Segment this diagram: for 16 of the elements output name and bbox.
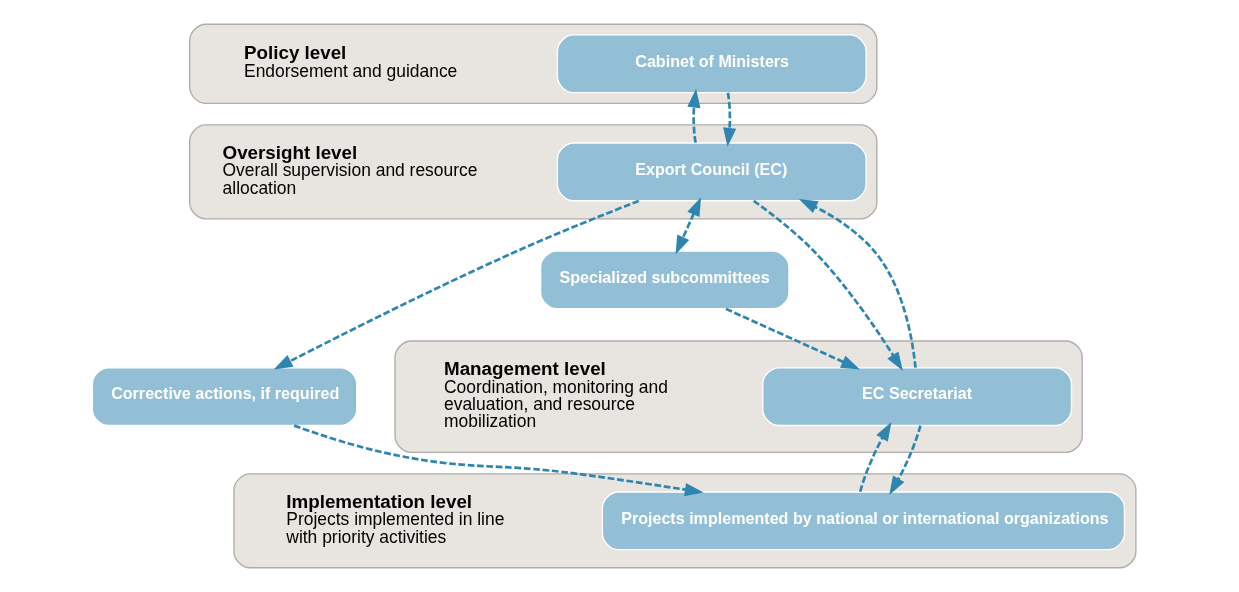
node-box: EC Secretariat: [762, 367, 1073, 427]
arrow: [798, 199, 917, 368]
arrow: [858, 422, 892, 492]
node-box: Corrective actions, if required: [91, 367, 358, 427]
arrow: [675, 197, 702, 255]
arrow: [273, 199, 640, 370]
arrow: [725, 307, 860, 370]
arrow: [753, 199, 903, 371]
arrow: [723, 92, 737, 147]
node-box: Cabinet of Ministers: [556, 34, 867, 94]
node-box: Specialized subcommittees: [540, 250, 790, 310]
arrow: [293, 424, 704, 497]
node-box: Export Council (EC): [556, 142, 867, 202]
node-box: Projects implemented by national or international organizations: [601, 491, 1126, 551]
arrow: [687, 88, 701, 143]
arrow: [889, 425, 922, 496]
